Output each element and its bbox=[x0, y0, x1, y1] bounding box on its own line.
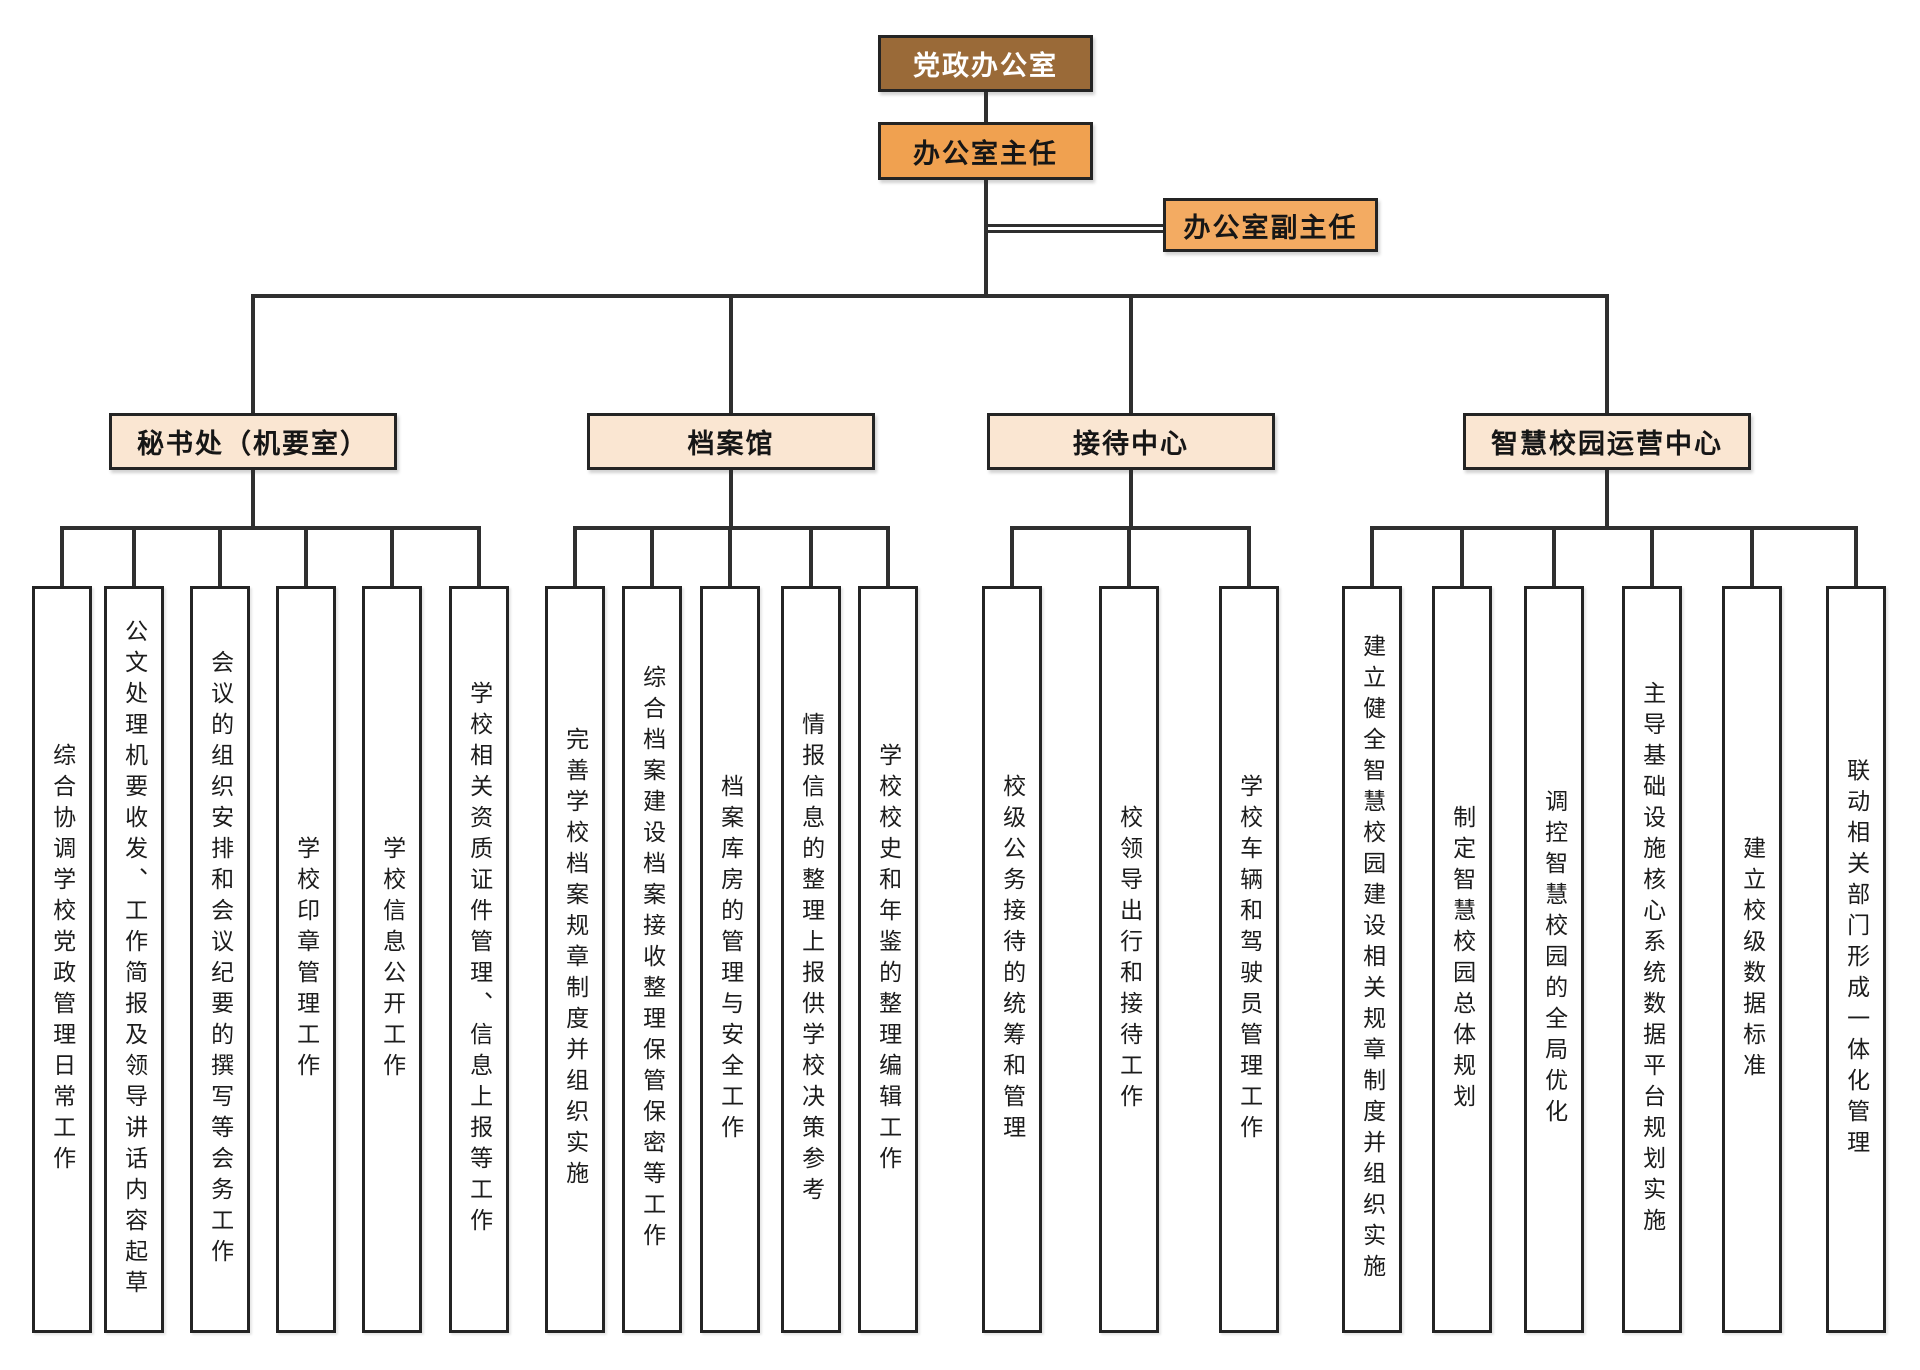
connector-line bbox=[1605, 470, 1609, 528]
task-box: 学校校史和年鉴的整理编辑工作 bbox=[858, 586, 918, 1333]
task-label: 学校车辆和驾驶员管理工作 bbox=[1236, 773, 1263, 1146]
connector-line bbox=[477, 528, 481, 586]
department-box: 档案馆 bbox=[587, 413, 875, 470]
deputy-label: 办公室副主任 bbox=[1183, 212, 1358, 243]
connector-line bbox=[1460, 528, 1464, 586]
task-label: 主导基础设施核心系统数据平台规划实施 bbox=[1639, 680, 1666, 1239]
connector-line bbox=[650, 528, 654, 586]
connector-line bbox=[60, 526, 481, 530]
task-label: 会议的组织安排和会议纪要的撰写等会务工作 bbox=[207, 649, 234, 1270]
task-label: 制定智慧校园总体规划 bbox=[1449, 804, 1476, 1115]
task-label: 完善学校档案规章制度并组织实施 bbox=[562, 727, 589, 1192]
connector-line bbox=[251, 294, 1609, 298]
connector-line bbox=[1370, 526, 1858, 530]
connector-line bbox=[218, 528, 222, 586]
connector-line bbox=[60, 528, 64, 586]
director-box: 办公室主任 bbox=[878, 122, 1093, 180]
task-label: 校级公务接待的统筹和管理 bbox=[999, 773, 1026, 1146]
task-label: 学校印章管理工作 bbox=[293, 835, 320, 1084]
connector-line bbox=[1750, 528, 1754, 586]
task-box: 学校印章管理工作 bbox=[276, 586, 336, 1333]
connector-line bbox=[132, 528, 136, 586]
task-box: 校级公务接待的统筹和管理 bbox=[982, 586, 1042, 1333]
root-box: 党政办公室 bbox=[878, 35, 1093, 92]
task-label: 档案库房的管理与安全工作 bbox=[717, 773, 744, 1146]
task-box: 情报信息的整理上报供学校决策参考 bbox=[781, 586, 841, 1333]
connector-line bbox=[1247, 528, 1251, 586]
task-box: 建立校级数据标准 bbox=[1722, 586, 1782, 1333]
task-label: 建立校级数据标准 bbox=[1739, 835, 1766, 1084]
task-label: 情报信息的整理上报供学校决策参考 bbox=[798, 711, 825, 1208]
connector-line bbox=[988, 230, 1163, 233]
connector-line bbox=[1605, 296, 1609, 413]
connector-line bbox=[729, 296, 733, 413]
connector-line bbox=[886, 528, 890, 586]
root-label: 党政办公室 bbox=[913, 51, 1058, 81]
task-box: 建立健全智慧校园建设相关规章制度并组织实施 bbox=[1342, 586, 1402, 1333]
department-box: 智慧校园运营中心 bbox=[1463, 413, 1751, 470]
task-box: 学校相关资质证件管理、信息上报等工作 bbox=[449, 586, 509, 1333]
connector-line bbox=[304, 528, 308, 586]
department-label: 接待中心 bbox=[1073, 429, 1189, 459]
director-label: 办公室主任 bbox=[913, 138, 1058, 169]
task-box: 综合档案建设档案接收整理保管保密等工作 bbox=[622, 586, 682, 1333]
task-label: 综合协调学校党政管理日常工作 bbox=[49, 742, 76, 1177]
task-box: 档案库房的管理与安全工作 bbox=[700, 586, 760, 1333]
task-box: 主导基础设施核心系统数据平台规划实施 bbox=[1622, 586, 1682, 1333]
connector-line bbox=[984, 180, 988, 298]
task-label: 综合档案建设档案接收整理保管保密等工作 bbox=[639, 665, 666, 1254]
connector-line bbox=[251, 296, 255, 413]
task-label: 校领导出行和接待工作 bbox=[1116, 804, 1143, 1115]
task-label: 建立健全智慧校园建设相关规章制度并组织实施 bbox=[1359, 634, 1386, 1285]
task-box: 公文处理机要收发、工作简报及领导讲话内容起草 bbox=[104, 586, 164, 1333]
task-box: 学校车辆和驾驶员管理工作 bbox=[1219, 586, 1279, 1333]
task-label: 学校校史和年鉴的整理编辑工作 bbox=[875, 742, 902, 1177]
connector-line bbox=[1127, 528, 1131, 586]
department-label: 档案馆 bbox=[687, 429, 775, 459]
connector-line bbox=[573, 528, 577, 586]
department-label: 智慧校园运营中心 bbox=[1491, 429, 1723, 459]
task-label: 调控智慧校园的全局优化 bbox=[1541, 789, 1568, 1130]
task-box: 校领导出行和接待工作 bbox=[1099, 586, 1159, 1333]
task-box: 会议的组织安排和会议纪要的撰写等会务工作 bbox=[190, 586, 250, 1333]
task-label: 联动相关部门形成一体化管理 bbox=[1843, 758, 1870, 1161]
connector-line bbox=[1854, 528, 1858, 586]
department-box: 秘书处（机要室） bbox=[109, 413, 397, 470]
task-box: 完善学校档案规章制度并组织实施 bbox=[545, 586, 605, 1333]
department-box: 接待中心 bbox=[987, 413, 1275, 470]
connector-line bbox=[251, 470, 255, 528]
connector-line bbox=[984, 92, 988, 122]
connector-line bbox=[1370, 528, 1374, 586]
task-box: 学校信息公开工作 bbox=[362, 586, 422, 1333]
connector-line bbox=[1010, 528, 1014, 586]
connector-line bbox=[809, 528, 813, 586]
task-box: 联动相关部门形成一体化管理 bbox=[1826, 586, 1886, 1333]
task-box: 综合协调学校党政管理日常工作 bbox=[32, 586, 92, 1333]
task-box: 调控智慧校园的全局优化 bbox=[1524, 586, 1584, 1333]
deputy-box: 办公室副主任 bbox=[1163, 198, 1378, 252]
connector-line bbox=[1552, 528, 1556, 586]
connector-line bbox=[729, 470, 733, 528]
connector-line bbox=[988, 224, 1163, 227]
task-label: 学校相关资质证件管理、信息上报等工作 bbox=[466, 680, 493, 1239]
department-label: 秘书处（机要室） bbox=[137, 429, 369, 459]
task-box: 制定智慧校园总体规划 bbox=[1432, 586, 1492, 1333]
connector-line bbox=[1129, 296, 1133, 413]
connector-line bbox=[390, 528, 394, 586]
task-label: 学校信息公开工作 bbox=[379, 835, 406, 1084]
connector-line bbox=[728, 528, 732, 586]
task-label: 公文处理机要收发、工作简报及领导讲话内容起草 bbox=[121, 618, 148, 1301]
connector-line bbox=[1129, 470, 1133, 528]
connector-line bbox=[1650, 528, 1654, 586]
